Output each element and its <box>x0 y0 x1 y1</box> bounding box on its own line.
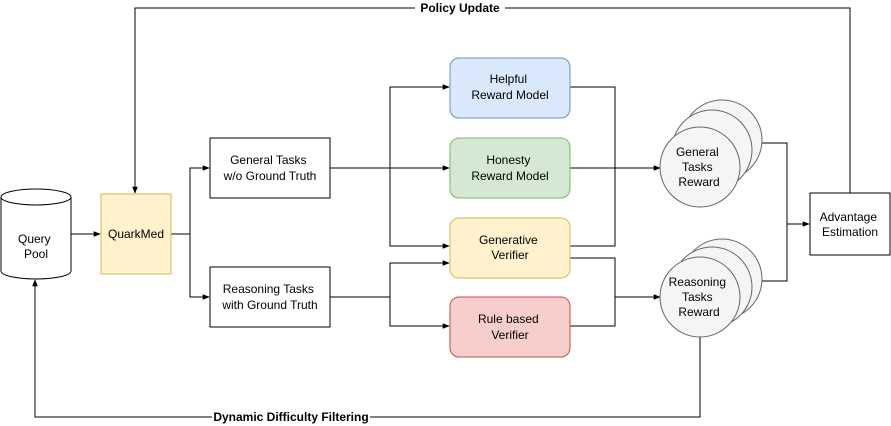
policy-update-label: Policy Update <box>420 1 500 15</box>
query-pool-node: Query Pool <box>0 188 72 280</box>
edge-dynamic-filtering <box>32 279 701 418</box>
quarkmed-node: QuarkMed <box>100 193 172 275</box>
rule-based-verifier-label: Rule based Verifier <box>478 312 542 342</box>
general-tasks-node: General Tasks w/o Ground Truth <box>209 137 331 199</box>
helpful-reward-model-node: Helpful Reward Model <box>449 57 571 119</box>
reasoning-tasks-node: Reasoning Tasks with Ground Truth <box>209 266 331 328</box>
edge-reasoning-to-generative <box>330 260 450 298</box>
edge-rule-to-reasoning-reward <box>570 297 616 327</box>
edge-helpful-to-general-reward <box>570 86 661 171</box>
reasoning-tasks-reward-node: Reasoning Tasks Reward <box>659 238 763 338</box>
honesty-reward-model-label: Honesty Reward Model <box>471 153 548 183</box>
helpful-reward-model-label: Helpful Reward Model <box>471 72 548 102</box>
general-tasks-reward-node: General Tasks Reward <box>659 99 763 208</box>
honesty-reward-model-node: Honesty Reward Model <box>449 137 571 199</box>
edge-quarkmed-to-general <box>171 165 210 235</box>
generative-verifier-label: Generative Verifier <box>479 233 541 262</box>
edge-reasoning-reward-to-advantage <box>760 224 788 282</box>
edge-general-to-generative <box>389 168 450 249</box>
advantage-estimation-node: Advantage Estimation <box>809 192 891 256</box>
general-tasks-label: General Tasks w/o Ground Truth <box>223 153 317 183</box>
reasoning-tasks-label: Reasoning Tasks with Ground Truth <box>221 282 317 312</box>
dynamic-filtering-label: Dynamic Difficulty Filtering <box>213 410 368 424</box>
advantage-estimation-label: Advantage Estimation <box>820 210 881 239</box>
generative-verifier-node: Generative Verifier <box>449 217 571 279</box>
edge-labels: Policy Update Dynamic Difficulty Filteri… <box>212 1 505 424</box>
edge-general-reward-to-advantage <box>760 142 810 227</box>
edge-quarkmed-to-reasoning <box>189 234 210 300</box>
general-tasks-reward-label: General Tasks Reward <box>676 145 722 189</box>
edge-reasoning-to-rule <box>389 297 450 329</box>
edge-general-to-helpful <box>330 84 450 169</box>
edge-generative-to-reasoning-reward <box>570 257 661 300</box>
query-pool-label: Query Pool <box>18 232 54 261</box>
rule-based-verifier-node: Rule based Verifier <box>449 296 571 358</box>
edge-generative-to-general-reward <box>570 168 616 247</box>
reasoning-tasks-reward-label: Reasoning Tasks Reward <box>669 275 730 319</box>
quarkmed-label: QuarkMed <box>108 227 164 241</box>
